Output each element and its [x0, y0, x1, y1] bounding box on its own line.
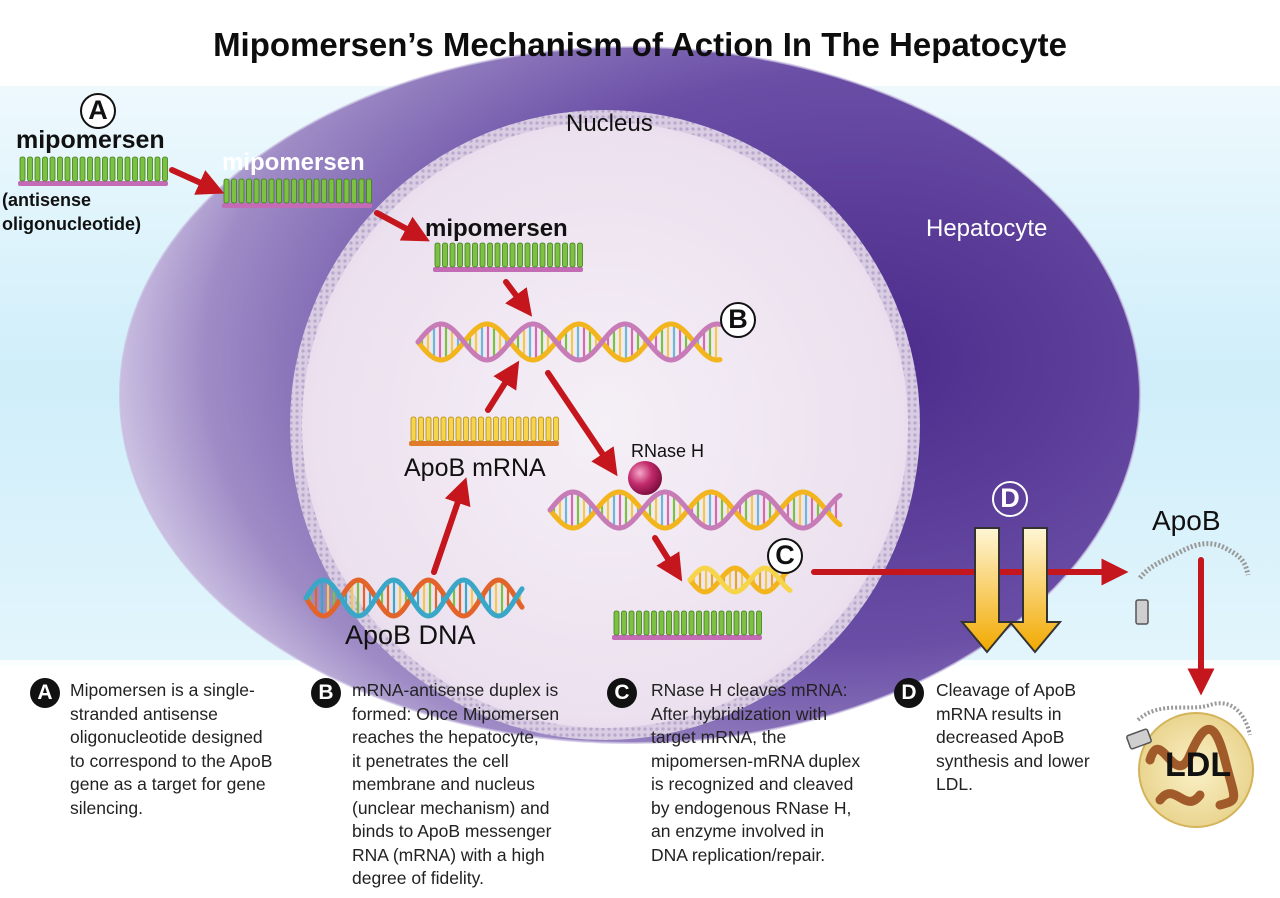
page-title: Mipomersen’s Mechanism of Action In The … [213, 26, 1067, 63]
mipomersen-outside-label: mipomersen [16, 126, 165, 154]
antisense-label-line2: oligonucleotide) [2, 214, 141, 234]
marker-c: C [767, 538, 803, 574]
cleaved-mipomersen-strand [612, 610, 762, 640]
apob-mrna-label: ApoB mRNA [404, 454, 546, 482]
legend-a-text: Mipomersen is a single-stranded antisens… [70, 680, 273, 818]
legend-b-badge: B [311, 678, 341, 708]
legend-c-badge: C [607, 678, 637, 708]
apob-dna-label: ApoB DNA [345, 620, 476, 650]
rnase-cleavage-duplex [547, 489, 843, 531]
ldl-particle [1126, 701, 1254, 828]
apob-label: ApoB [1152, 505, 1221, 536]
arrow-duplex-to-rnase [545, 370, 618, 477]
apob-protein [1138, 541, 1251, 580]
arrow-enter-nucleus [374, 210, 430, 242]
mipomersen-nucleus-label: mipomersen [425, 215, 568, 242]
marker-a: A [80, 93, 116, 129]
hepatocyte-label: Hepatocyte [926, 215, 1048, 242]
nucleus-label: Nucleus [566, 110, 653, 137]
arrow-bind-mrna [503, 279, 533, 317]
nucleus [302, 122, 908, 728]
marker-d: D [992, 481, 1028, 517]
cleaved-mrna-fragment [687, 565, 793, 595]
apob-dna-helix [303, 577, 525, 619]
decrease-arrows [959, 527, 1063, 654]
mipomersen-strand-outside [18, 156, 168, 186]
mipomersen-strand-membrane [222, 178, 372, 208]
legend-d-badge: D [894, 678, 924, 708]
mipomersen-strand-nucleus [433, 242, 583, 272]
rnase-h-label: RNase H [631, 441, 705, 461]
arrow-mrna-to-duplex [485, 360, 520, 413]
legend-c-text: RNase H cleaves mRNA:After hybridization… [651, 680, 861, 865]
arrow-enter-cell [169, 167, 225, 195]
apob-mrna-strand [409, 416, 559, 446]
apob-cylinder [1135, 599, 1149, 625]
mrna-antisense-duplex [415, 321, 723, 363]
arrow-cleavage [652, 535, 683, 582]
ldl-label: LDL [1165, 746, 1232, 784]
arrow-dna-to-mrna [431, 477, 471, 575]
mipomersen-membrane-label: mipomersen [222, 149, 365, 176]
antisense-label-line1: (antisense [2, 190, 92, 210]
legend-a-badge: A [30, 678, 60, 708]
marker-b: B [720, 302, 756, 338]
down-arrow-2 [1007, 527, 1063, 654]
down-arrow-1 [959, 527, 1015, 654]
rnase-h-enzyme [628, 461, 662, 495]
